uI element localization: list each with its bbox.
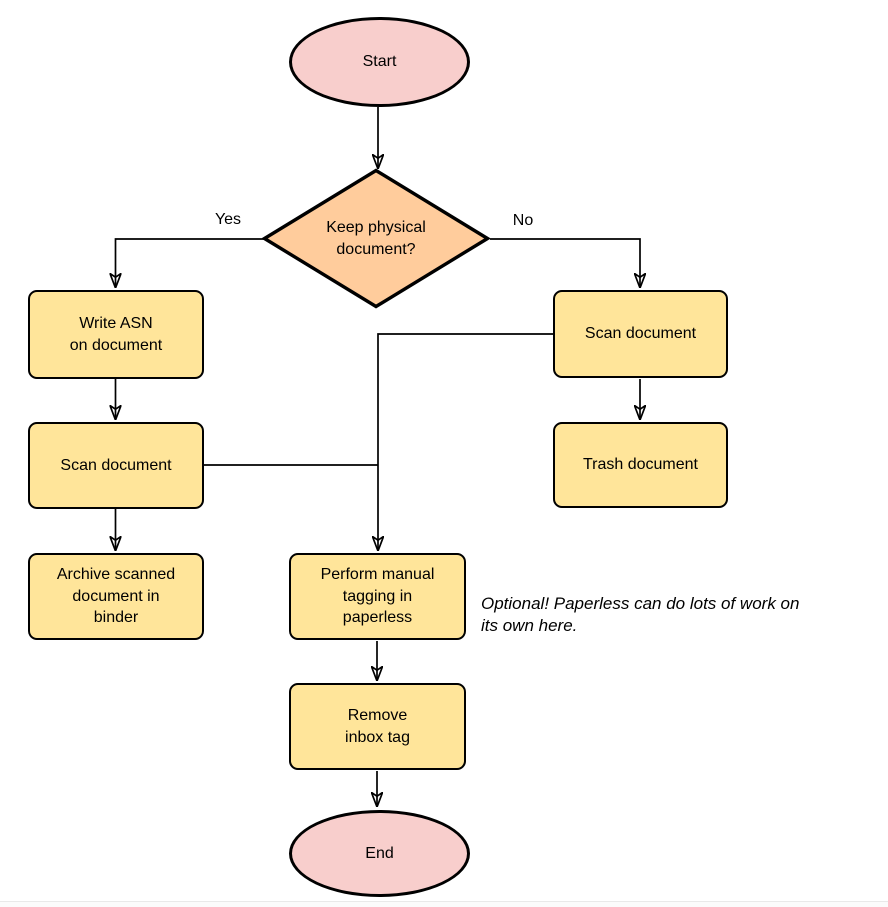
node-remove-inbox-tag-label: Remove inbox tag [345,707,410,746]
node-decision: Keep physical document? [262,168,490,309]
decision-diamond-shape [262,168,490,309]
node-scan-document-left-label: Scan document [60,456,172,474]
node-end: End [289,810,470,897]
node-archive-binder: Archive scanned document in binder [28,553,204,640]
node-write-asn-label: Write ASN on document [69,315,163,354]
node-perform-tagging-label: Perform manual tagging in paperless [320,566,435,627]
canvas-bottom-border [0,901,888,907]
node-perform-tagging: Perform manual tagging in paperless [289,553,466,640]
node-write-asn: Write ASN on document [28,290,204,379]
node-end-label: End [365,844,394,862]
node-start: Start [289,17,470,107]
node-scan-document-right: Scan document [553,290,728,378]
node-scan-document-right-label: Scan document [584,325,697,343]
edge-label-no: No [512,212,534,229]
edge-decision-yes-to-write-asn [116,238,264,287]
node-archive-binder-label: Archive scanned document in binder [56,566,176,627]
node-scan-document-left: Scan document [28,422,204,509]
node-remove-inbox-tag: Remove inbox tag [289,683,466,770]
edge-decision-no-to-scan-right [490,238,640,287]
node-start-label: Start [362,53,397,71]
node-trash-document-label: Trash document [582,456,698,474]
edge-label-yes: Yes [214,211,242,228]
node-trash-document: Trash document [553,422,728,508]
node-decision-label: Keep physical document? [326,219,426,258]
optional-note: Optional! Paperless can do lots of work … [481,594,800,636]
edge-scan-right-to-perform-tagging [378,333,553,550]
